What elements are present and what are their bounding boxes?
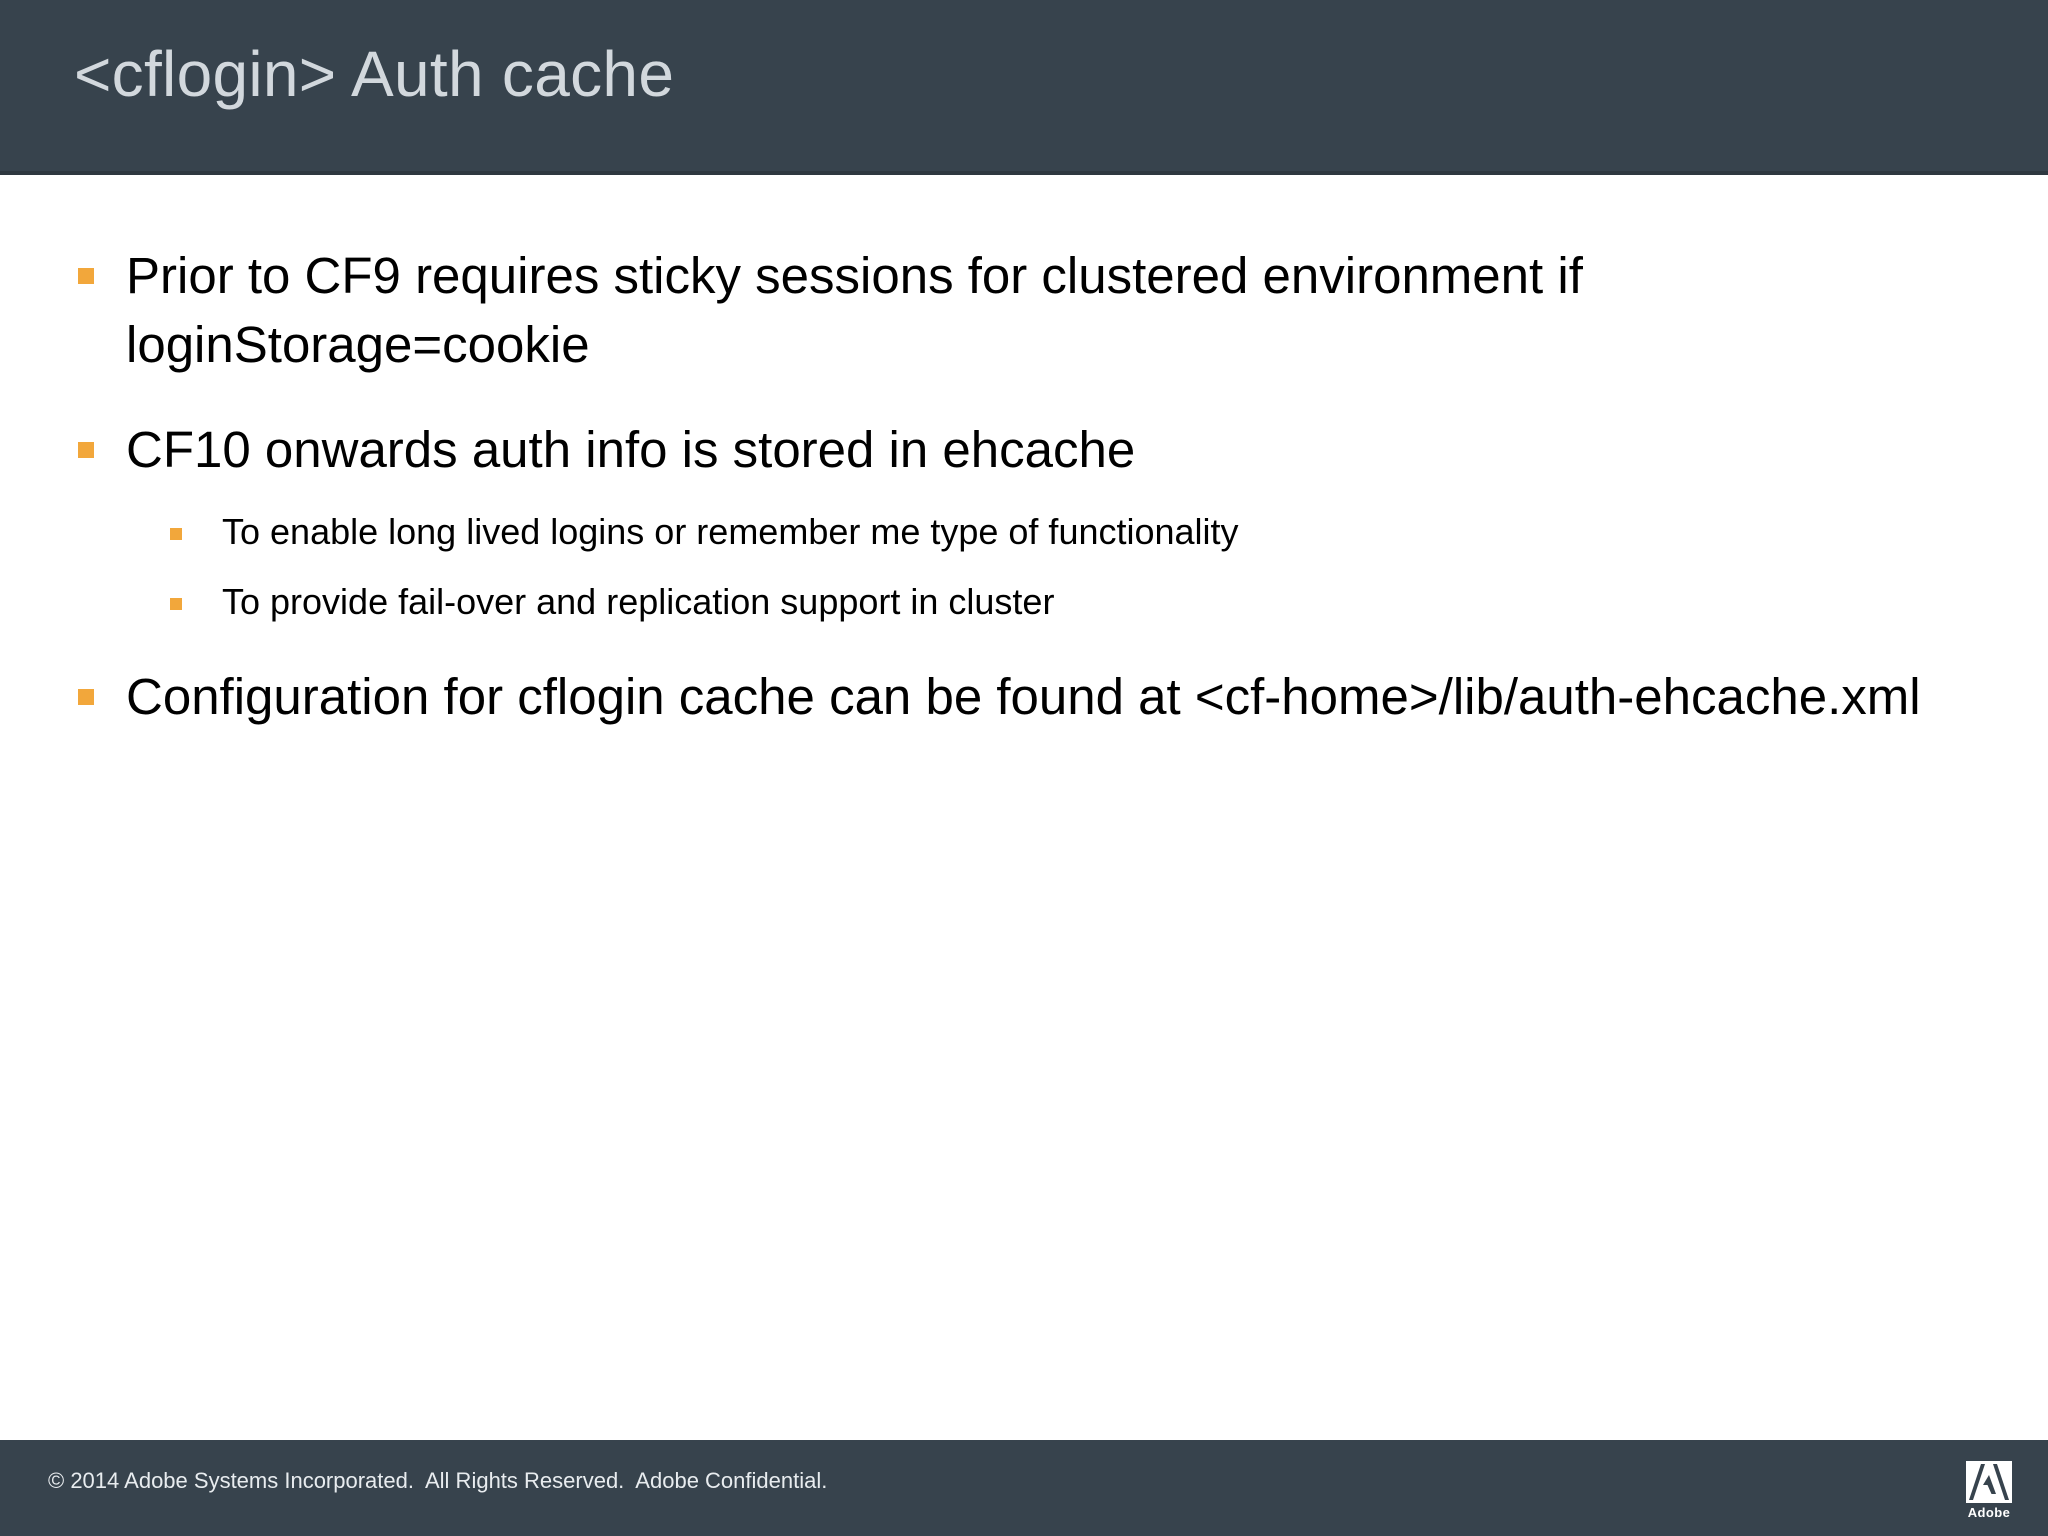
- list-item: Configuration for cflogin cache can be f…: [0, 662, 2048, 731]
- list-item: To enable long lived logins or remember …: [126, 508, 1928, 556]
- bullet-square-icon: [78, 268, 94, 284]
- slide-footer: © 2014 Adobe Systems Incorporated. All R…: [0, 1440, 2048, 1536]
- list-item-text: Prior to CF9 requires sticky sessions fo…: [126, 247, 1583, 373]
- sub-bullet-list: To enable long lived logins or remember …: [126, 508, 1928, 626]
- list-item-text: Configuration for cflogin cache can be f…: [126, 668, 1921, 725]
- copyright-text: © 2014 Adobe Systems Incorporated. All R…: [48, 1468, 828, 1493]
- slide-header: <cflogin> Auth cache: [0, 0, 2048, 175]
- list-item: CF10 onwards auth info is stored in ehca…: [0, 415, 2048, 626]
- list-item: Prior to CF9 requires sticky sessions fo…: [0, 241, 2048, 379]
- adobe-wordmark: Adobe: [1967, 1504, 2011, 1520]
- bullet-square-icon: [170, 598, 182, 610]
- bullet-square-icon: [78, 442, 94, 458]
- bullet-list: Prior to CF9 requires sticky sessions fo…: [0, 241, 2048, 731]
- slide-body: Prior to CF9 requires sticky sessions fo…: [0, 175, 2048, 1440]
- page-title: <cflogin> Auth cache: [74, 38, 675, 110]
- list-item: To provide fail-over and replication sup…: [126, 578, 1928, 626]
- adobe-a-mark-icon: [1966, 1460, 2012, 1503]
- adobe-logo: Adobe: [1952, 1454, 2026, 1526]
- bullet-square-icon: [170, 528, 182, 540]
- bullet-square-icon: [78, 689, 94, 705]
- list-item-text: CF10 onwards auth info is stored in ehca…: [126, 421, 1136, 478]
- list-item-text: To enable long lived logins or remember …: [222, 511, 1239, 552]
- list-item-text: To provide fail-over and replication sup…: [222, 581, 1055, 622]
